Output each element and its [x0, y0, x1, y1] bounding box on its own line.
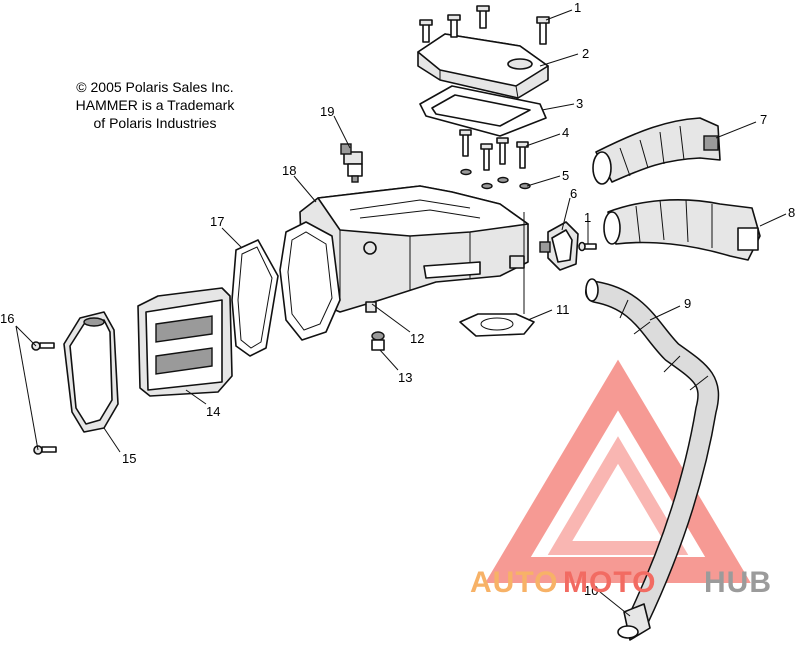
gasket-part — [419, 85, 547, 137]
watermark-logo — [485, 359, 751, 583]
copyright-line-1: © 2005 Polaris Sales Inc. — [76, 79, 234, 95]
callout-9: 9 — [684, 296, 691, 311]
callout-6: 6 — [570, 186, 577, 201]
copyright-line-2: HAMMER is a Trademark — [75, 97, 235, 113]
bolt-part-1-lower — [578, 241, 597, 252]
callout-14: 14 — [206, 404, 220, 419]
callout-8: 8 — [788, 205, 795, 220]
callout-1: 1 — [574, 0, 581, 15]
callout-7: 7 — [760, 112, 767, 127]
sensor-part-19 — [340, 143, 363, 183]
callout-15: 15 — [122, 451, 136, 466]
hose-fitting-part-10 — [617, 603, 651, 641]
airbox-housing-part — [299, 185, 529, 313]
callout-18: 18 — [282, 163, 296, 178]
callout-17: 17 — [210, 214, 224, 229]
plug-part-12 — [365, 301, 377, 313]
intake-duct-part-8 — [603, 199, 761, 261]
hose-part-9 — [585, 278, 720, 631]
callout-1-lower: 1 — [584, 210, 591, 225]
callout-4: 4 — [562, 125, 569, 140]
drain-part-13 — [371, 331, 385, 351]
callout-10: 10 — [584, 583, 598, 598]
airbox-flange-part — [279, 221, 341, 341]
watermark-text: AUTO MOTO HUB — [470, 566, 772, 599]
filter-cover-part-15 — [63, 311, 119, 433]
callout-3: 3 — [576, 96, 583, 111]
intake-duct-part-7 — [592, 117, 721, 185]
callout-13: 13 — [398, 370, 412, 385]
seal-ring-part-17 — [231, 239, 279, 357]
airbox-cover-part — [417, 33, 549, 99]
callout-16: 16 — [0, 311, 14, 326]
sensor-part-6 — [539, 221, 579, 271]
callout-12: 12 — [410, 331, 424, 346]
callout-5: 5 — [562, 168, 569, 183]
callout-labels: 1 2 3 4 5 6 1 7 8 9 10 11 12 13 14 15 16… — [0, 0, 795, 598]
callout-11: 11 — [556, 302, 570, 317]
leader-lines — [15, 9, 787, 617]
washers-part-5 — [460, 168, 531, 190]
screws-part-1 — [419, 5, 550, 45]
studs-part-4 — [459, 129, 529, 171]
filter-part-14 — [137, 287, 233, 397]
callout-2: 2 — [582, 46, 589, 61]
seal-part-11 — [459, 313, 535, 337]
watermark-auto: AUTO — [470, 566, 558, 599]
watermark-moto: MOTO — [563, 566, 656, 599]
copyright-line-3: of Polaris Industries — [93, 115, 217, 131]
callout-19: 19 — [320, 104, 334, 119]
watermark-hub: HUB — [704, 566, 772, 599]
copyright-notice: © 2005 Polaris Sales Inc. HAMMER is a Tr… — [40, 78, 270, 132]
